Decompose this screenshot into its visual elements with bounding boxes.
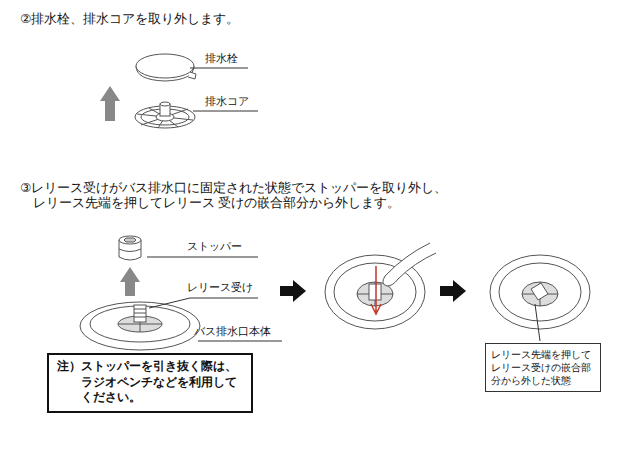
finger — [383, 243, 436, 286]
step-arrow — [280, 280, 306, 302]
leader-line — [190, 68, 248, 69]
leader-line — [535, 304, 540, 341]
drain-flange — [80, 302, 200, 350]
part-label: ストッパー — [187, 240, 242, 253]
leader-line — [149, 298, 258, 308]
release-receiver — [369, 284, 381, 300]
stopper-band — [119, 249, 141, 252]
stopper-top — [119, 236, 141, 244]
drain-core — [135, 102, 195, 128]
released-receiver — [531, 283, 548, 300]
part-label: レリース受け — [187, 281, 253, 294]
push-arrow — [371, 266, 381, 314]
stopper — [119, 236, 141, 260]
bath-drain — [490, 255, 590, 329]
step-heading: ③レリース受けがバス排水口に固定された状態でストッパーを取り外し、レリース先端を… — [20, 180, 616, 210]
drain-cross — [522, 282, 558, 306]
core-shaft-top — [160, 102, 170, 106]
note-box: 注）ストッパーを引き抜く際は、 ラジオペンチなどを利用して ください。 — [47, 353, 253, 413]
part-label: 排水栓 — [205, 52, 238, 65]
bath-drain — [80, 302, 200, 350]
leader-line — [198, 341, 282, 342]
callout-text: レリース先端を押して レリース受けの嵌合部 分から外した状態 — [491, 348, 595, 387]
receiver-thread — [134, 309, 146, 317]
lift-arrow — [100, 86, 120, 121]
part-label: バス排水口本体 — [194, 325, 271, 338]
leader-line — [147, 257, 258, 258]
drain-flange — [490, 255, 590, 329]
stopper-hex — [124, 238, 136, 242]
note-text: 注）ストッパーを引き抜く際は、 ラジオペンチなどを利用して ください。 — [57, 359, 245, 406]
step-arrow — [440, 280, 466, 302]
release-receiver — [134, 305, 146, 322]
plug-top — [136, 54, 194, 78]
part-label: 排水コア — [205, 95, 249, 108]
step-heading: ②排水栓、排水コアを取り外します。 — [20, 11, 239, 26]
leader-line — [193, 111, 258, 112]
plug-tab — [188, 72, 196, 79]
lift-arrow — [120, 267, 140, 296]
drain-hole — [522, 282, 558, 306]
drain-inner-rim — [499, 263, 581, 321]
drain-inner-rim — [90, 306, 190, 342]
callout-box: レリース先端を押して レリース受けの嵌合部 分から外した状態 — [485, 343, 601, 392]
drain-plug — [136, 54, 196, 81]
